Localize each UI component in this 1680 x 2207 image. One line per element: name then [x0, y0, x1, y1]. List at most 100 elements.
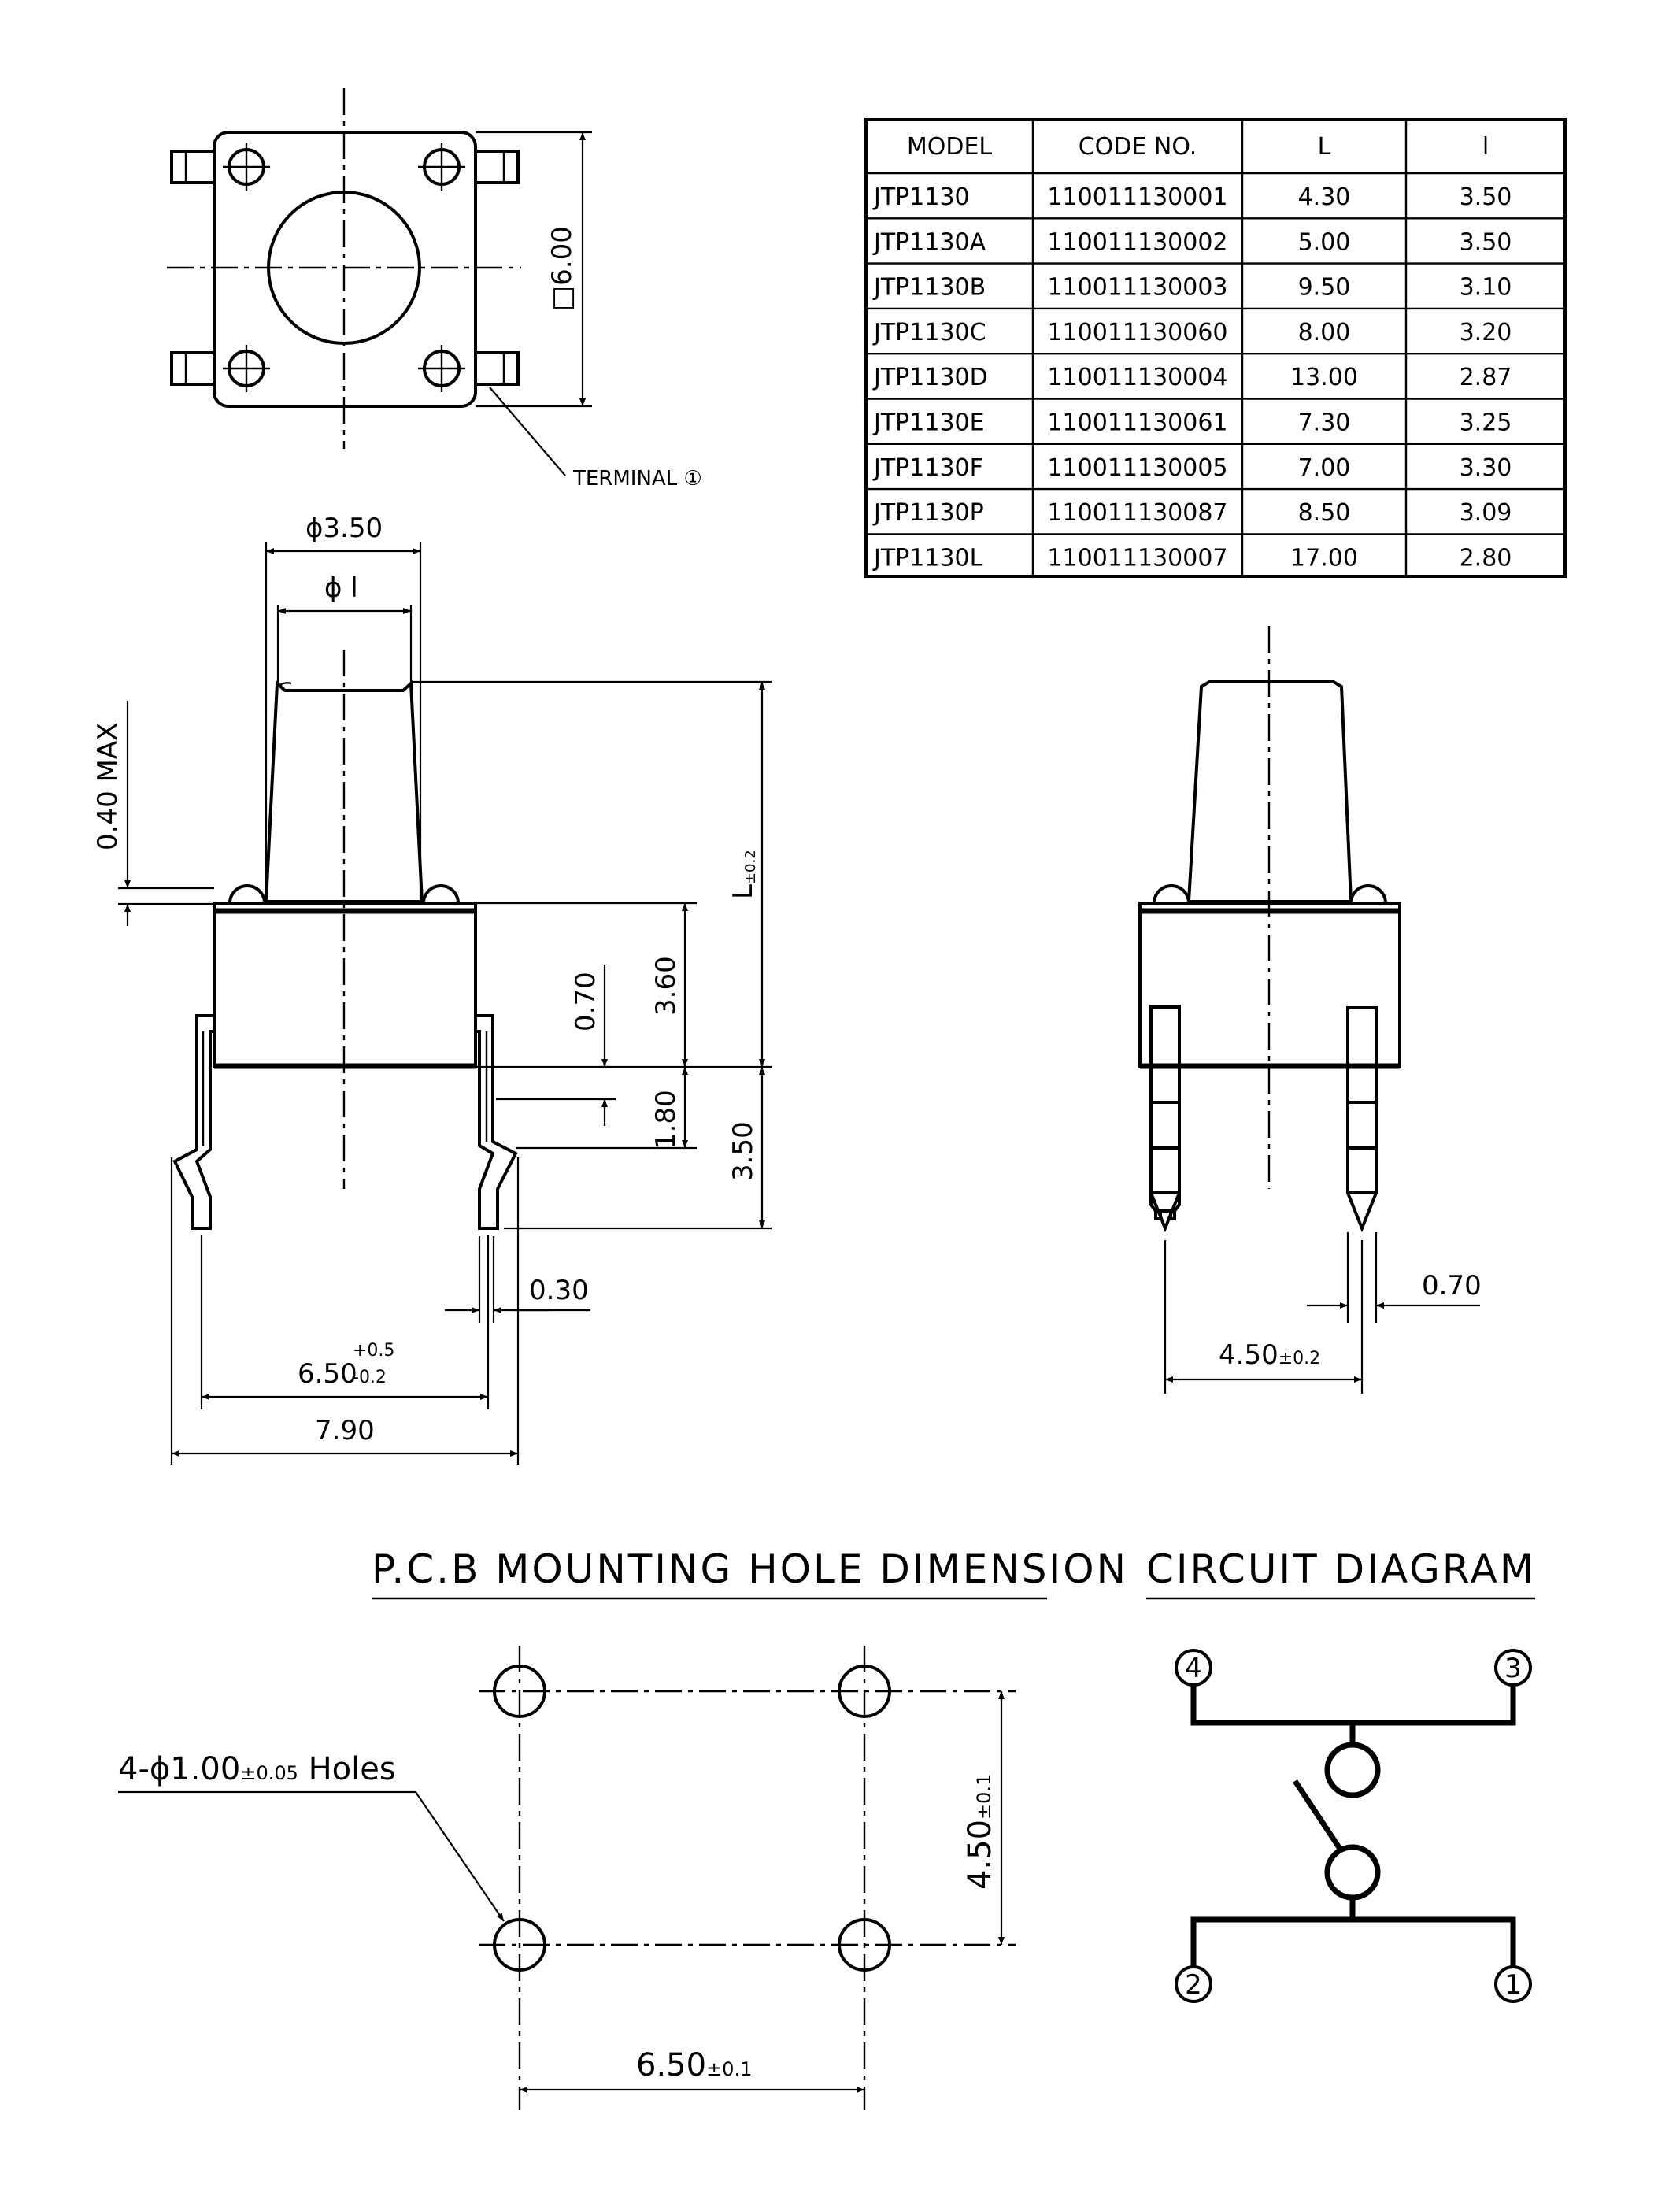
table-header-code: CODE NO.	[1079, 133, 1197, 161]
table-cell-l: 4.30	[1298, 183, 1351, 211]
dia-outer-label: ϕ3.50	[305, 513, 383, 544]
pin-4-label: 4	[1185, 1653, 1202, 1684]
max-label: 0.40 MAX	[92, 723, 124, 850]
dim-350: 3.50	[727, 1121, 759, 1181]
table-row: JTP1130L 110011130007 17.00 2.80	[872, 544, 1512, 572]
dim-650-side-minus: -0.2	[353, 1368, 387, 1387]
pcb-dim-450-main: 4.50	[962, 1820, 998, 1890]
table-cell-code: 110011130003	[1047, 274, 1227, 302]
pcb-title: P.C.B MOUNTING HOLE DIMENSION	[372, 1546, 1128, 1592]
table-cell-l-small: 3.20	[1460, 319, 1512, 346]
table-row: JTP1130F 110011130005 7.00 3.30	[872, 454, 1512, 482]
dim-450-front-main: 4.50	[1219, 1339, 1279, 1371]
table-cell-l-small: 3.30	[1460, 454, 1512, 482]
pcb-dim-650-main: 6.50	[636, 2047, 706, 2083]
dia-inner-label: ϕ l	[324, 572, 358, 604]
table-row: JTP1130E 110011130061 7.30 3.25	[872, 409, 1512, 437]
dim-360: 3.60	[650, 956, 682, 1016]
table-cell-model: JTP1130P	[872, 499, 984, 527]
table-cell-l-small: 3.25	[1460, 409, 1512, 437]
table-cell-l: 7.30	[1298, 409, 1351, 437]
l-dim-main: L	[727, 884, 759, 899]
table-row: JTP1130D 110011130004 13.00 2.87	[872, 364, 1512, 391]
table-row: JTP1130B 110011130003 9.50 3.10	[872, 274, 1512, 302]
pcb-dim-650-tol: ±0.1	[706, 2058, 752, 2080]
table-row: JTP1130 110011130001 4.30 3.50	[872, 183, 1512, 211]
dim-450-front: 4.50±0.2	[1219, 1339, 1320, 1371]
dim-070-side: 0.70	[570, 972, 601, 1031]
table-cell-code: 110011130061	[1047, 409, 1227, 437]
table-cell-code: 110011130007	[1047, 544, 1227, 572]
pin-2-label: 2	[1185, 1969, 1202, 2001]
table-cell-l-small: 3.09	[1460, 499, 1512, 527]
table-cell-l-small: 3.10	[1460, 274, 1512, 302]
dim-790: 7.90	[315, 1415, 375, 1446]
table-cell-code: 110011130001	[1047, 183, 1227, 211]
pcb-holes-suffix: Holes	[298, 1751, 396, 1787]
table-cell-code: 110011130005	[1047, 454, 1227, 482]
pcb-dim-450: 4.50±0.1	[962, 1774, 998, 1890]
table-cell-code: 110011130002	[1047, 228, 1227, 256]
front-pins	[1149, 1005, 1378, 1233]
circuit-section: CIRCUIT DIAGRAM 4 3 2 1	[1146, 1546, 1535, 2003]
table-cell-model: JTP1130	[872, 183, 970, 211]
square-dim-label: □6.00	[546, 226, 578, 311]
table-cell-code: 110011130004	[1047, 364, 1227, 391]
l-dim-tol: ±0.2	[742, 850, 759, 884]
dim-450-front-tol: ±0.2	[1279, 1349, 1320, 1368]
pin-1-icon: 1	[1494, 1965, 1532, 2003]
table-cell-code: 110011130087	[1047, 499, 1227, 527]
table-row: JTP1130P 110011130087 8.50 3.09	[872, 499, 1512, 527]
l-dim-label: L±0.2	[727, 850, 759, 899]
table-cell-l: 13.00	[1290, 364, 1358, 391]
table-header-l-small: l	[1482, 133, 1489, 161]
table-cell-model: JTP1130B	[872, 274, 986, 302]
dim-650-side: 6.50	[298, 1358, 357, 1390]
table-cell-l-small: 2.87	[1460, 364, 1512, 391]
table-cell-model: JTP1130L	[872, 544, 983, 572]
table-cell-l: 9.50	[1298, 274, 1351, 302]
pcb-holes-label: 4-ϕ1.00±0.05 Holes	[118, 1751, 396, 1787]
mount-hole-icon	[223, 143, 465, 392]
table-cell-model: JTP1130C	[872, 319, 986, 346]
pcb-hole-icon	[493, 1665, 891, 1972]
pcb-dim-450-tol: ±0.1	[973, 1774, 995, 1820]
pcb-section: P.C.B MOUNTING HOLE DIMENSION 4.50±0.1 6…	[118, 1546, 1128, 2110]
table-row: JTP1130A 110011130002 5.00 3.50	[872, 228, 1512, 256]
table-cell-model: JTP1130A	[872, 228, 986, 256]
pcb-holes-main: 4-ϕ1.00	[118, 1751, 240, 1787]
pin-1-label: 1	[1504, 1969, 1522, 2001]
top-view: □6.00 TERMINAL ①	[167, 88, 702, 491]
table-cell-l-small: 2.80	[1460, 544, 1512, 572]
front-view: 0.70 4.50±0.2	[1138, 626, 1482, 1394]
table-cell-l: 8.00	[1298, 319, 1351, 346]
dim-650-side-plus: +0.5	[353, 1341, 394, 1361]
dim-070-front: 0.70	[1422, 1270, 1482, 1302]
table-cell-l-small: 3.50	[1460, 183, 1512, 211]
table-cell-l: 17.00	[1290, 544, 1358, 572]
terminal-tabs	[170, 150, 520, 386]
pin-3-icon: 3	[1494, 1649, 1532, 1687]
table-cell-model: JTP1130E	[872, 409, 985, 437]
pin-2-icon: 2	[1175, 1965, 1212, 2003]
table-cell-l: 7.00	[1298, 454, 1351, 482]
table-row: JTP1130C 110011130060 8.00 3.20	[872, 319, 1512, 346]
pin-3-label: 3	[1504, 1653, 1522, 1684]
table-cell-model: JTP1130D	[872, 364, 988, 391]
dim-180: 1.80	[650, 1090, 682, 1150]
pcb-dim-650: 6.50±0.1	[636, 2047, 752, 2083]
table-cell-l-small: 3.50	[1460, 228, 1512, 256]
table-cell-l: 8.50	[1298, 499, 1351, 527]
pin-4-icon: 4	[1175, 1649, 1212, 1687]
table-cell-model: JTP1130F	[872, 454, 983, 482]
table-header-l: L	[1318, 133, 1331, 161]
table-header-model: MODEL	[907, 133, 993, 161]
dim-650-side-main: 6.50	[298, 1358, 357, 1390]
pcb-holes-tol: ±0.05	[240, 1762, 298, 1784]
table-cell-l: 5.00	[1298, 228, 1351, 256]
table-cell-code: 110011130060	[1047, 319, 1227, 346]
side-view: ϕ3.50 ϕ l 0.40 MAX L±0.2	[92, 513, 772, 1465]
terminal-label: TERMINAL ①	[572, 467, 702, 491]
dim-030: 0.30	[529, 1275, 589, 1306]
